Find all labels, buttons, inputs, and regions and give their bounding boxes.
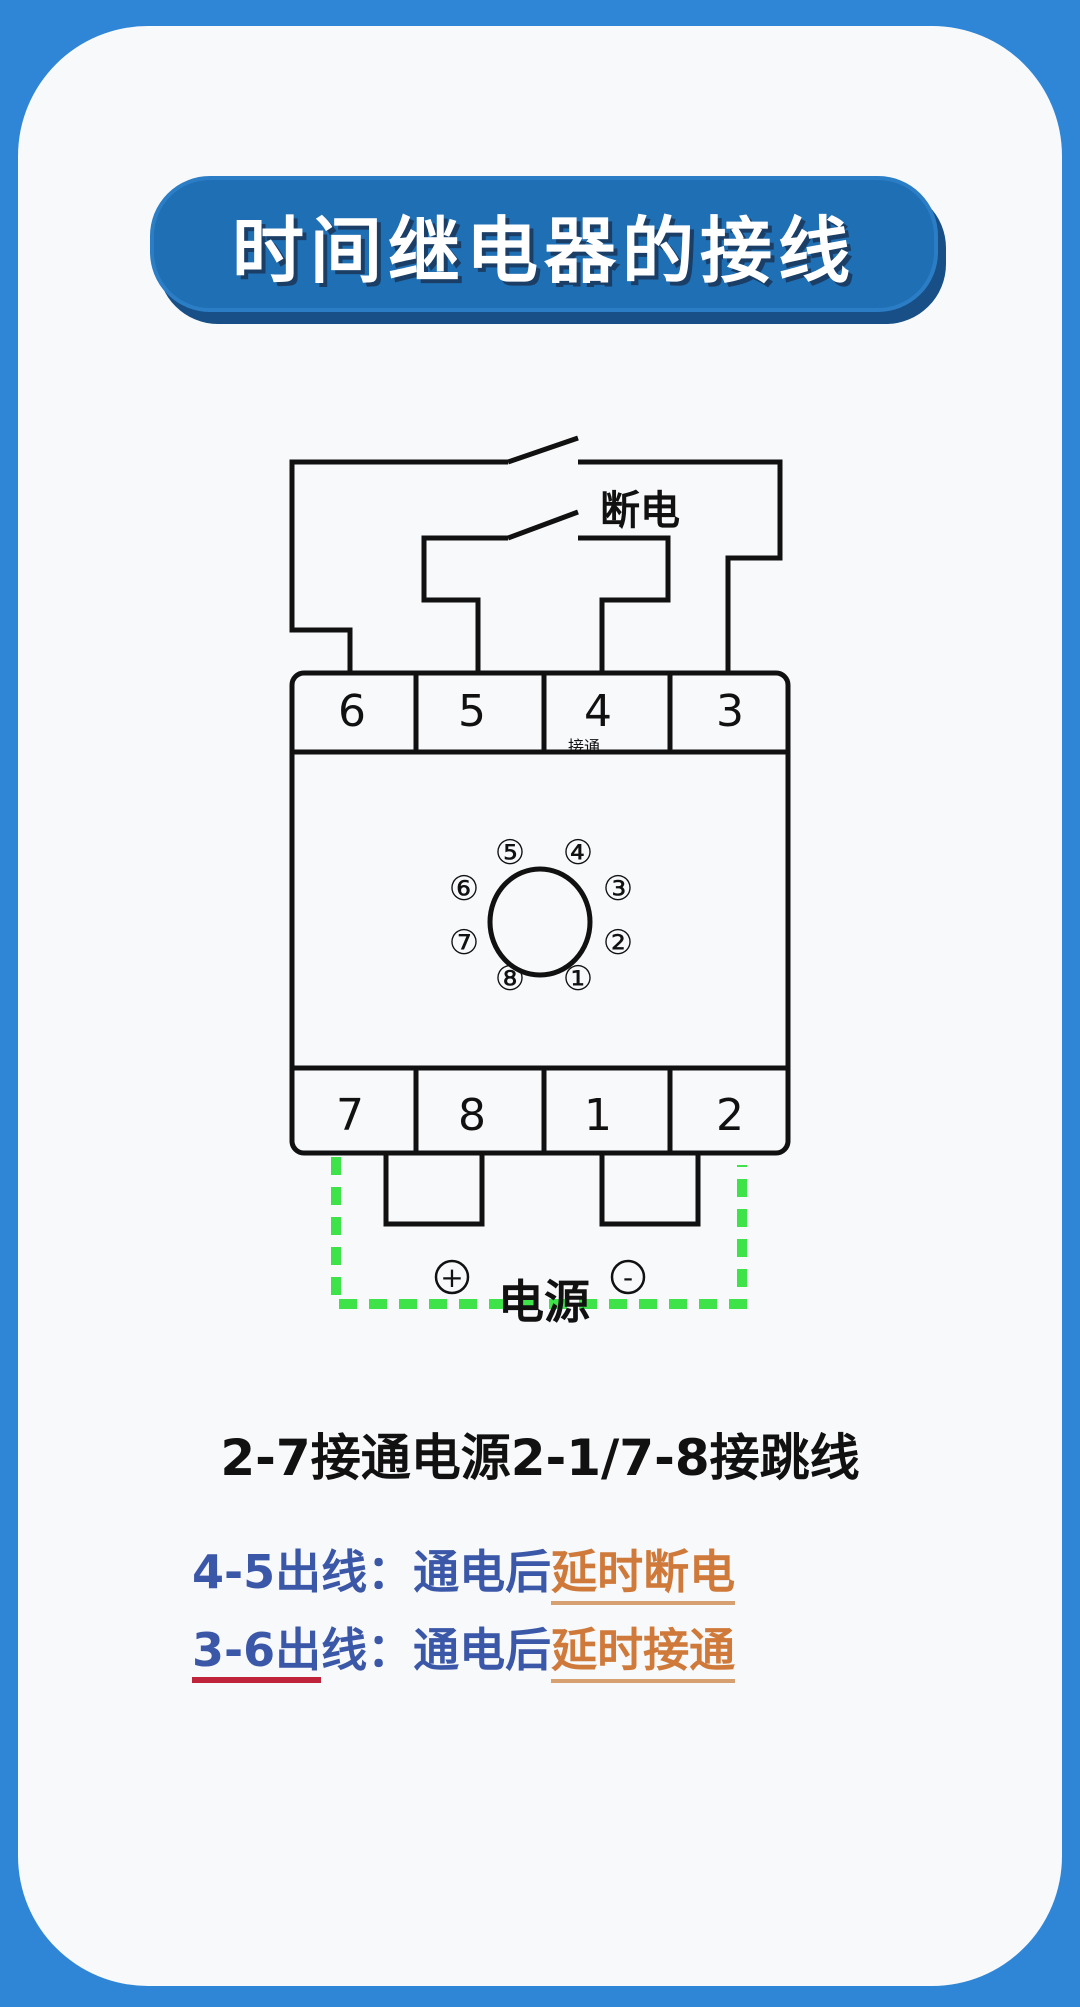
terminal-2: 2 bbox=[716, 1090, 744, 1141]
socket-pin-4: ④ bbox=[563, 833, 593, 873]
switch-blade-lower bbox=[507, 509, 579, 541]
terminal-4: 4 bbox=[584, 686, 612, 737]
power-minus-symbol: - bbox=[623, 1261, 633, 1294]
page-title: 时间继电器的接线 bbox=[231, 208, 856, 293]
output-line-3-6-result: 延时接通 bbox=[551, 1623, 736, 1683]
terminal-3: 3 bbox=[716, 686, 744, 737]
wire-5-4 bbox=[421, 535, 508, 673]
output-line-4-5-result: 延时断电 bbox=[551, 1545, 736, 1605]
content-card bbox=[18, 26, 1062, 1986]
power-minus-circle bbox=[610, 1259, 646, 1295]
jumper-1-2 bbox=[599, 1153, 701, 1227]
socket-pin-3: ③ bbox=[603, 869, 633, 909]
power-wire-dashed bbox=[331, 1157, 747, 1309]
socket-pin-8: ⑧ bbox=[495, 959, 525, 999]
title-banner: 时间继电器的接线 bbox=[150, 176, 938, 312]
power-plus-circle bbox=[434, 1259, 470, 1295]
terminal-8: 8 bbox=[458, 1090, 486, 1141]
socket-pin-1: ① bbox=[563, 959, 593, 999]
socket-pin-5: ⑤ bbox=[495, 833, 525, 873]
power-plus-symbol: + bbox=[440, 1261, 463, 1294]
wiring-caption: 2-7接通电源2-1/7-8接跳线 bbox=[220, 1429, 860, 1487]
socket-center bbox=[487, 866, 593, 978]
power-label: 电源 bbox=[498, 1275, 590, 1329]
terminal-5: 5 bbox=[458, 686, 486, 737]
output-line-4-5-desc: 4-5出线：通电后 bbox=[192, 1545, 552, 1599]
socket-pin-6: ⑥ bbox=[449, 869, 479, 909]
terminal-6: 6 bbox=[338, 686, 366, 737]
output-line-3-6-terminals: 3-6出 bbox=[192, 1623, 322, 1683]
relay-body bbox=[289, 670, 791, 1156]
jumper-7-8 bbox=[383, 1153, 485, 1227]
switch-blade-upper bbox=[507, 435, 579, 465]
terminal-7: 7 bbox=[336, 1090, 364, 1141]
wire-4-return bbox=[578, 535, 671, 673]
wire-6-3 bbox=[289, 459, 508, 673]
output-line-4-5: 4-5出线：通电后延时断电 bbox=[192, 1536, 736, 1605]
terminal-1: 1 bbox=[584, 1090, 612, 1141]
output-line-3-6: 3-6出线：通电后延时接通 bbox=[192, 1614, 736, 1683]
socket-pin-7: ⑦ bbox=[449, 923, 479, 963]
output-line-3-6-desc: 线：通电后 bbox=[321, 1623, 552, 1677]
switch-label: 断电 bbox=[600, 488, 680, 534]
wire-3-return bbox=[578, 459, 783, 673]
terminal-small-label: 接通 bbox=[568, 737, 600, 756]
socket-pin-2: ② bbox=[603, 923, 633, 963]
